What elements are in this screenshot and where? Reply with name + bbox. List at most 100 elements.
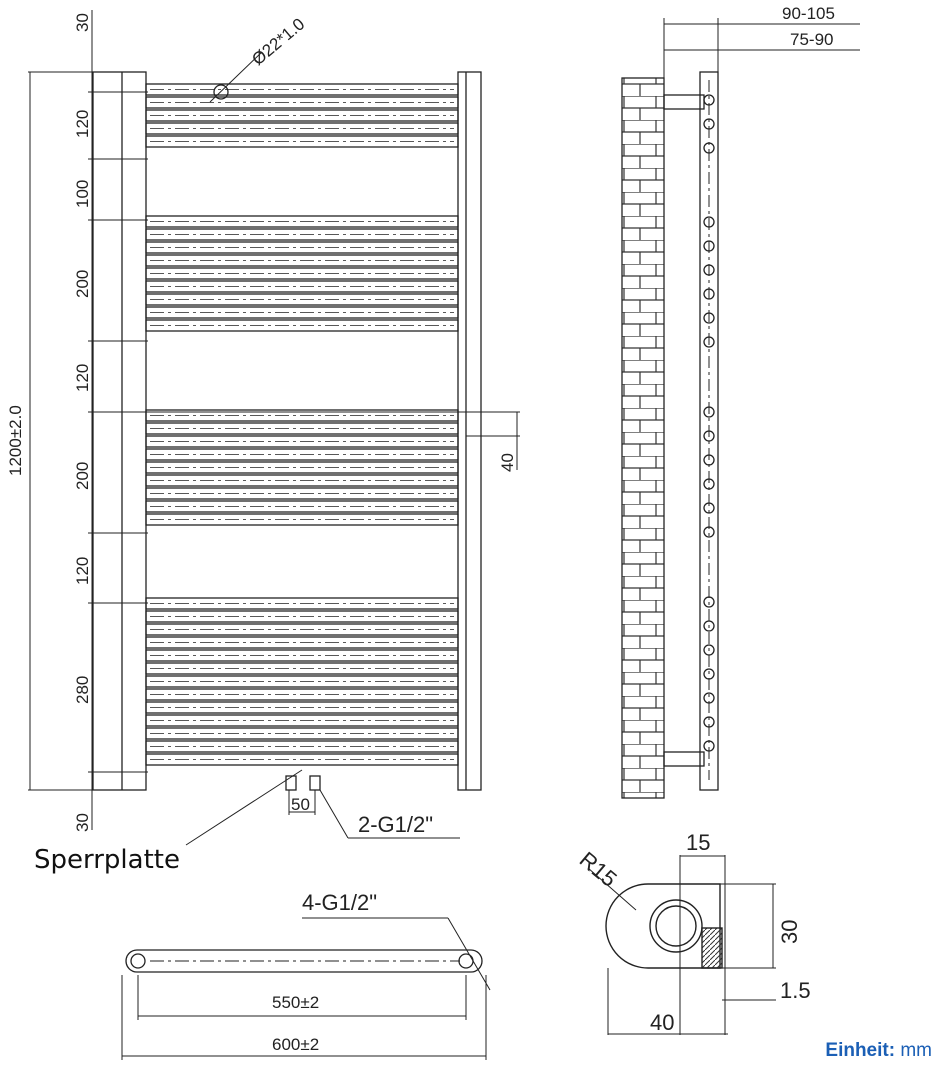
horizontal-tube xyxy=(145,109,459,122)
side-tube-end xyxy=(703,430,715,442)
side-tube-end xyxy=(703,692,715,704)
horizontal-tube xyxy=(145,409,459,422)
horizontal-tube xyxy=(145,636,459,649)
horizontal-tube xyxy=(145,662,459,675)
horizontal-tube xyxy=(145,461,459,474)
horizontal-tube xyxy=(145,267,459,280)
connection-left xyxy=(130,953,146,969)
horizontal-tube xyxy=(145,675,459,688)
profile-width-label: 40 xyxy=(650,1010,674,1035)
profile-wall-hatch xyxy=(701,927,723,969)
profile-wall-label: 1.5 xyxy=(780,978,811,1003)
horizontal-tube xyxy=(145,122,459,135)
top-connections-label: 4-G1/2" xyxy=(302,890,377,915)
spacing-2-label: 100 xyxy=(73,180,92,208)
horizontal-tube xyxy=(145,740,459,753)
horizontal-tube xyxy=(145,688,459,701)
side-tube-end xyxy=(703,336,715,348)
horizontal-tube xyxy=(145,727,459,740)
side-tube-end xyxy=(703,454,715,466)
profile-tube-outer xyxy=(649,899,703,953)
horizontal-tube xyxy=(145,96,459,109)
horizontal-tube xyxy=(145,753,459,766)
profile-radius-label: R15 xyxy=(575,847,622,892)
side-view xyxy=(621,18,860,799)
side-tube-end xyxy=(703,596,715,608)
side-tube-end xyxy=(703,668,715,680)
side-tube-end xyxy=(703,118,715,130)
horizontal-tube xyxy=(145,422,459,435)
profile-tube-inner xyxy=(655,905,697,947)
valve-left xyxy=(285,775,297,791)
spacing-6-label: 120 xyxy=(73,557,92,585)
spacing-5-label: 200 xyxy=(73,462,92,490)
unit-note: Einheit: mm xyxy=(825,1040,932,1062)
horizontal-tube xyxy=(145,83,459,96)
side-tube-end xyxy=(703,644,715,656)
horizontal-tube xyxy=(145,610,459,623)
unit-label: Einheit: xyxy=(825,1040,896,1061)
horizontal-tube xyxy=(145,714,459,727)
horizontal-tube xyxy=(145,280,459,293)
height-total-label: 1200±2.0 xyxy=(6,405,25,476)
horizontal-tube xyxy=(145,135,459,148)
wall-bracket-bottom xyxy=(663,751,705,767)
horizontal-tube xyxy=(145,293,459,306)
blanking-plate-label: Sperrplatte xyxy=(34,845,180,875)
side-tube-end xyxy=(703,94,715,106)
width-inner-label: 550±2 xyxy=(272,993,319,1012)
side-tube-end xyxy=(703,142,715,154)
connection-right xyxy=(458,953,474,969)
horizontal-tube xyxy=(145,701,459,714)
wall-bracket-top xyxy=(663,94,705,110)
horizontal-tube xyxy=(145,487,459,500)
side-tube-end xyxy=(703,406,715,418)
horizontal-tube xyxy=(145,306,459,319)
side-tube-end xyxy=(703,264,715,276)
horizontal-tubes xyxy=(145,83,459,766)
spacing-4-label: 120 xyxy=(73,364,92,392)
spacing-3-label: 200 xyxy=(73,270,92,298)
horizontal-tube xyxy=(145,435,459,448)
front-view xyxy=(28,10,520,846)
top-view xyxy=(121,917,491,1060)
side-tube-end xyxy=(703,288,715,300)
right-collector xyxy=(457,71,482,791)
spacing-bottom-label: 30 xyxy=(73,813,92,832)
horizontal-tube xyxy=(145,448,459,461)
unit-value: mm xyxy=(900,1040,932,1061)
spacing-top-label: 30 xyxy=(73,13,92,32)
connections-label: 2-G1/2" xyxy=(358,812,433,837)
side-tube-end xyxy=(703,620,715,632)
horizontal-tube xyxy=(145,228,459,241)
width-outer-label: 600±2 xyxy=(272,1035,319,1054)
spacing-7-label: 280 xyxy=(73,676,92,704)
side-tube-end xyxy=(703,240,715,252)
brick-wall xyxy=(621,77,665,799)
connection-spacing-label: 50 xyxy=(291,795,310,814)
horizontal-tube xyxy=(145,319,459,332)
top-rail xyxy=(125,949,483,973)
side-tube-end xyxy=(703,312,715,324)
horizontal-tube xyxy=(145,254,459,267)
side-tube-end xyxy=(703,526,715,538)
horizontal-tube xyxy=(145,474,459,487)
side-tube-end xyxy=(703,216,715,228)
tube-diameter-label: Ø22*1.0 xyxy=(248,14,308,69)
side-tube-end xyxy=(703,502,715,514)
horizontal-tube xyxy=(145,500,459,513)
profile-width-top-label: 15 xyxy=(686,830,710,855)
horizontal-tube xyxy=(145,623,459,636)
profile-outline xyxy=(605,883,721,969)
side-tube-end xyxy=(703,740,715,752)
spacing-1-label: 120 xyxy=(73,110,92,138)
tube-end-circle xyxy=(213,84,229,100)
profile-height-label: 30 xyxy=(777,920,802,944)
valve-right xyxy=(309,775,321,791)
horizontal-tube xyxy=(145,649,459,662)
wall-distance-inner-label: 75-90 xyxy=(790,30,833,49)
horizontal-tube xyxy=(145,241,459,254)
horizontal-tube xyxy=(145,215,459,228)
wall-distance-outer-label: 90-105 xyxy=(782,4,835,23)
